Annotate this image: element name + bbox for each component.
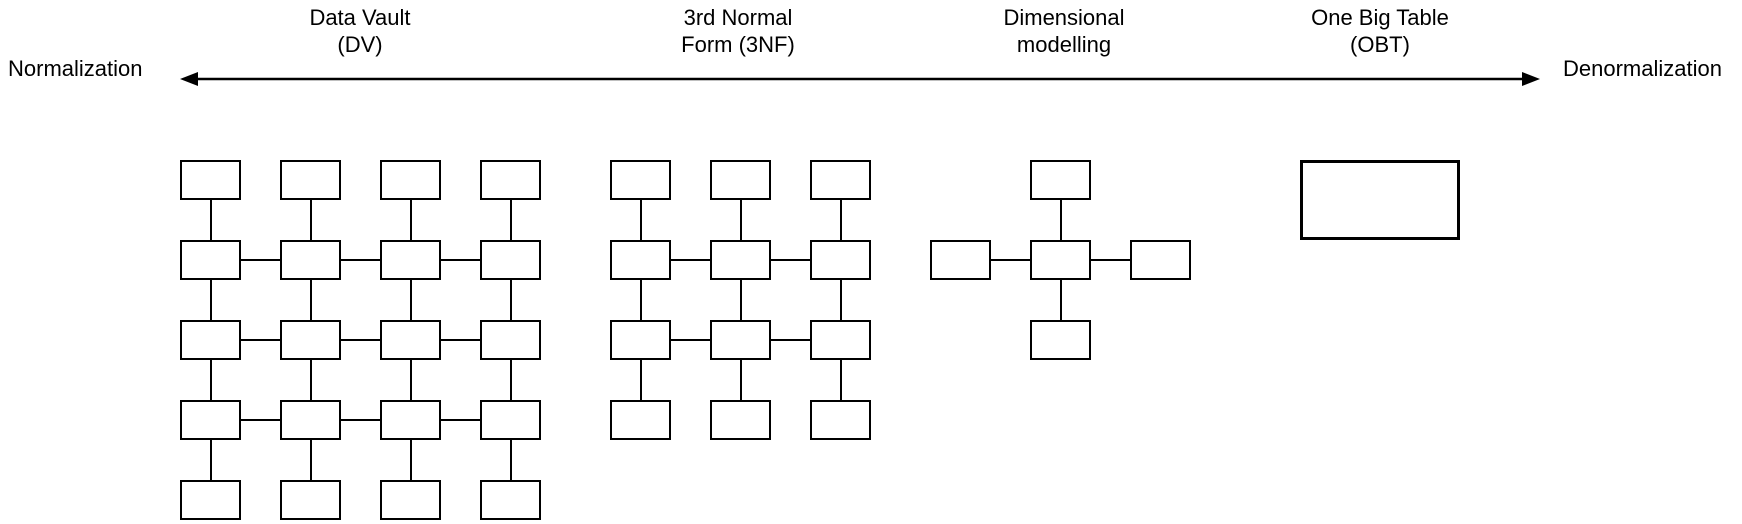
schema-label-line: Data Vault — [309, 5, 411, 30]
connector-vertical — [639, 200, 642, 240]
connector-vertical — [1059, 280, 1062, 320]
table-box — [480, 320, 541, 360]
connector-horizontal — [341, 419, 380, 421]
table-box — [710, 160, 771, 200]
table-box — [610, 160, 671, 200]
connector-vertical — [839, 360, 842, 400]
table-box — [710, 400, 771, 440]
table-box — [180, 240, 241, 280]
table-box — [1030, 240, 1091, 280]
connector-vertical — [739, 280, 742, 320]
connector-vertical — [509, 200, 512, 240]
connector-vertical — [509, 360, 512, 400]
schema-label-line: modelling — [1016, 32, 1112, 57]
connector-vertical — [309, 440, 312, 480]
table-box — [1300, 160, 1460, 240]
connector-vertical — [309, 200, 312, 240]
table-box — [710, 320, 771, 360]
table-box — [610, 320, 671, 360]
arrowhead-left-icon — [180, 72, 198, 86]
connector-vertical — [309, 360, 312, 400]
connector-horizontal — [771, 259, 810, 261]
table-box — [180, 320, 241, 360]
table-box — [180, 480, 241, 520]
connector-horizontal — [441, 339, 480, 341]
table-box — [610, 400, 671, 440]
schema-label-line: 3rd Normal — [683, 5, 793, 30]
connector-vertical — [209, 200, 212, 240]
table-box — [810, 400, 871, 440]
table-box — [380, 400, 441, 440]
connector-vertical — [839, 280, 842, 320]
connector-vertical — [639, 280, 642, 320]
schema-label-line: (OBT) — [1350, 32, 1410, 57]
schema-label-line: Form (3NF) — [681, 32, 795, 57]
connector-horizontal — [671, 259, 710, 261]
connector-vertical — [209, 440, 212, 480]
connector-vertical — [739, 200, 742, 240]
connector-vertical — [409, 440, 412, 480]
table-box — [280, 160, 341, 200]
normalization-label: Normalization — [8, 56, 143, 81]
connector-horizontal — [241, 339, 280, 341]
schema-label-line: Dimensional — [1003, 5, 1125, 30]
table-box — [480, 240, 541, 280]
connector-horizontal — [771, 339, 810, 341]
connector-vertical — [209, 360, 212, 400]
connector-horizontal — [241, 259, 280, 261]
schema-label-line: (DV) — [337, 32, 383, 57]
table-box — [480, 160, 541, 200]
table-box — [280, 320, 341, 360]
table-box — [380, 160, 441, 200]
connector-vertical — [639, 360, 642, 400]
table-box — [280, 400, 341, 440]
table-box — [810, 240, 871, 280]
connector-vertical — [739, 360, 742, 400]
table-box — [480, 400, 541, 440]
table-box — [380, 320, 441, 360]
table-box — [810, 320, 871, 360]
connector-horizontal — [341, 259, 380, 261]
table-box — [380, 240, 441, 280]
table-box — [810, 160, 871, 200]
table-box — [280, 480, 341, 520]
schema-label-obt: One Big Table(OBT) — [1230, 4, 1530, 58]
connector-horizontal — [441, 419, 480, 421]
table-box — [1130, 240, 1191, 280]
connector-horizontal — [991, 259, 1030, 261]
connector-vertical — [1059, 200, 1062, 240]
connector-vertical — [309, 280, 312, 320]
table-box — [480, 480, 541, 520]
connector-horizontal — [671, 339, 710, 341]
connector-vertical — [409, 200, 412, 240]
table-box — [1030, 160, 1091, 200]
table-box — [710, 240, 771, 280]
connector-vertical — [409, 280, 412, 320]
connector-horizontal — [341, 339, 380, 341]
denormalization-label: Denormalization — [1563, 56, 1722, 81]
connector-vertical — [509, 280, 512, 320]
table-box — [180, 160, 241, 200]
connector-vertical — [839, 200, 842, 240]
connector-vertical — [409, 360, 412, 400]
table-box — [610, 240, 671, 280]
arrowhead-right-icon — [1522, 72, 1540, 86]
schema-label-data-vault: Data Vault(DV) — [210, 4, 510, 58]
table-box — [380, 480, 441, 520]
connector-horizontal — [441, 259, 480, 261]
schema-label-line: One Big Table — [1311, 5, 1449, 30]
table-box — [280, 240, 341, 280]
connector-vertical — [209, 280, 212, 320]
table-box — [1030, 320, 1091, 360]
connector-vertical — [509, 440, 512, 480]
spectrum-arrow — [180, 72, 1540, 86]
table-box — [930, 240, 991, 280]
connector-horizontal — [1091, 259, 1130, 261]
table-box — [180, 400, 241, 440]
connector-horizontal — [241, 419, 280, 421]
